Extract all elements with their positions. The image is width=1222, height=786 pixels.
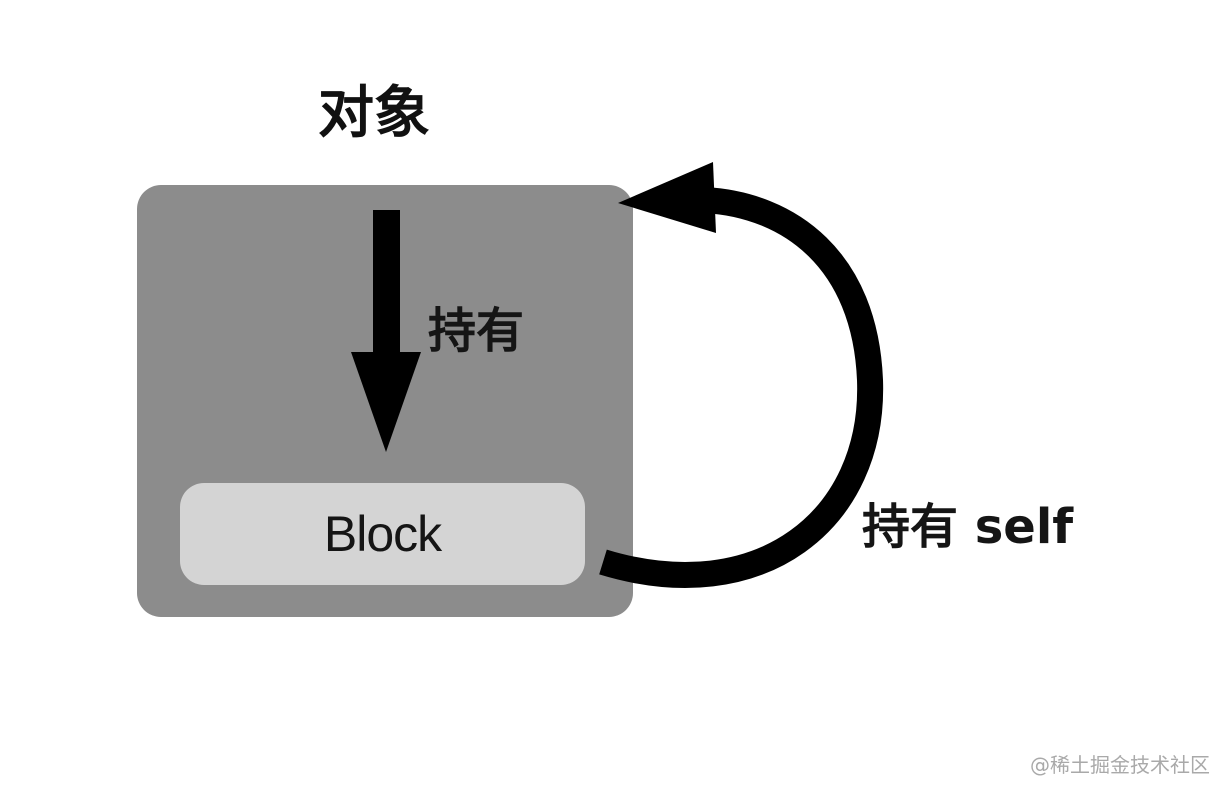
hold-down-arrow <box>351 210 421 452</box>
block-label: Block <box>323 506 442 562</box>
watermark: @稀土掘金技术社区 <box>1030 753 1210 777</box>
block-box: Block <box>180 483 585 585</box>
hold-arrow-label: 持有 <box>428 303 525 359</box>
hold-self-loop-arrow <box>599 162 884 589</box>
hold-self-arrow-label: 持有 self <box>862 499 1074 555</box>
object-title: 对象 <box>318 81 430 146</box>
